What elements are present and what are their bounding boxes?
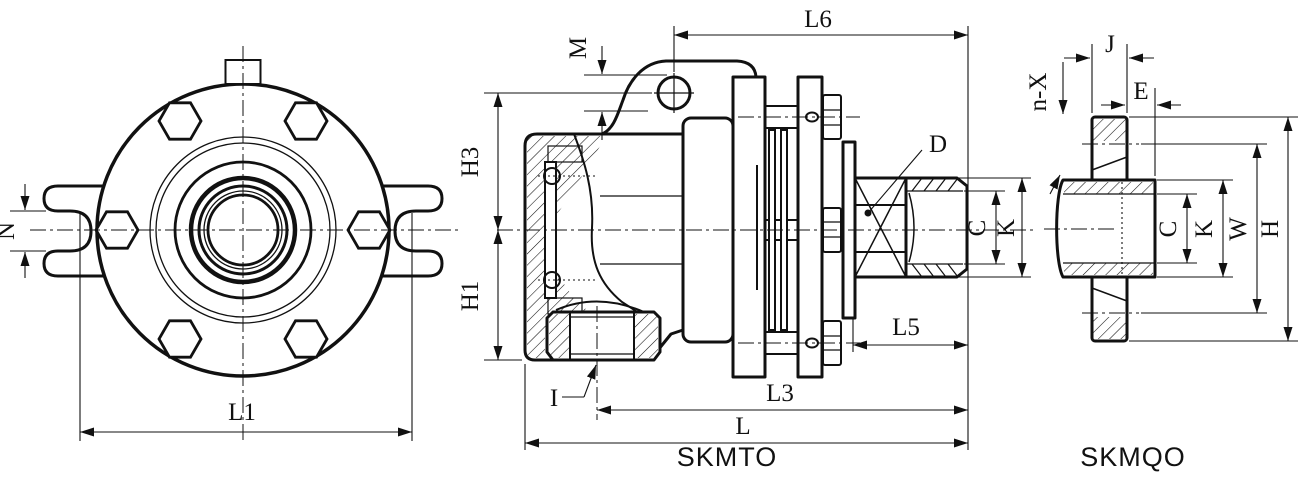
- dim-label-n: N: [0, 222, 20, 240]
- dim-label-k-hub: K: [1191, 220, 1218, 238]
- dim-label-c-hub: C: [1155, 221, 1182, 238]
- bolt-boss-bottom: [1090, 272, 1129, 343]
- dimension-E: E: [1101, 78, 1181, 176]
- dimension-K-hub: K: [1157, 179, 1233, 278]
- dimension-N: N: [0, 184, 46, 278]
- dim-label-l6: L6: [804, 6, 832, 33]
- flange-plate-1: [731, 75, 767, 379]
- dimension-M: M: [565, 37, 667, 140]
- dim-label-i: I: [550, 385, 558, 412]
- dimension-W: W: [1141, 143, 1267, 314]
- dimension-L1: L1: [79, 213, 413, 441]
- dim-label-l: L: [735, 413, 750, 440]
- dim-label-n-x: n-X: [1025, 73, 1052, 112]
- bolt-boss-top: [1090, 115, 1129, 185]
- dimension-C-thread: C: [964, 190, 1005, 265]
- dim-label-l3: L3: [766, 380, 794, 407]
- dim-label-e: E: [1133, 78, 1148, 105]
- dim-label-l1: L1: [228, 399, 256, 426]
- dim-label-c-thread: C: [964, 220, 991, 237]
- dimension-L6: L6: [673, 6, 969, 450]
- dimension-L5: L5: [852, 314, 968, 352]
- dimension-H3: H3: [457, 92, 652, 230]
- flange-plate-2: [796, 75, 824, 379]
- dimension-J: J: [1064, 31, 1154, 113]
- torque-ear-left: [42, 184, 107, 278]
- dim-label-j: J: [1105, 31, 1115, 58]
- mounting-lug: [601, 59, 758, 136]
- dimension-H1: H1: [457, 230, 522, 361]
- bottom-port: [545, 310, 662, 362]
- dim-label-h1: H1: [457, 281, 484, 312]
- label-n-X: n-X: [1025, 62, 1068, 195]
- skmto-section-view: L6 M H3 H1 C K: [457, 6, 1034, 472]
- dim-label-h: H: [1257, 220, 1284, 238]
- dim-label-h3: H3: [457, 147, 484, 178]
- dim-label-w: W: [1225, 217, 1252, 241]
- dim-label-m: M: [565, 37, 592, 59]
- label-D-leader: D: [864, 131, 947, 217]
- dim-label-d: D: [929, 131, 947, 158]
- caption-skmqo: SKMQO: [1080, 442, 1186, 472]
- dimension-H: H: [1129, 116, 1298, 342]
- skmqo-side-view: J E n-X C K W: [1025, 31, 1298, 472]
- dim-label-l5: L5: [892, 314, 920, 341]
- dim-label-k-thread: K: [993, 219, 1020, 237]
- square-section: [853, 176, 908, 279]
- front-view: N L1: [0, 46, 458, 442]
- torque-ear-right: [379, 184, 444, 278]
- dimension-K-thread: K: [950, 177, 1031, 278]
- dimension-L3: L3: [597, 380, 968, 415]
- dimension-L: L: [524, 364, 968, 450]
- caption-skmto: SKMTO: [677, 442, 778, 472]
- label-I-leader: I: [550, 364, 597, 412]
- dimension-C-hub: C: [1155, 193, 1197, 264]
- threaded-end: [904, 176, 969, 279]
